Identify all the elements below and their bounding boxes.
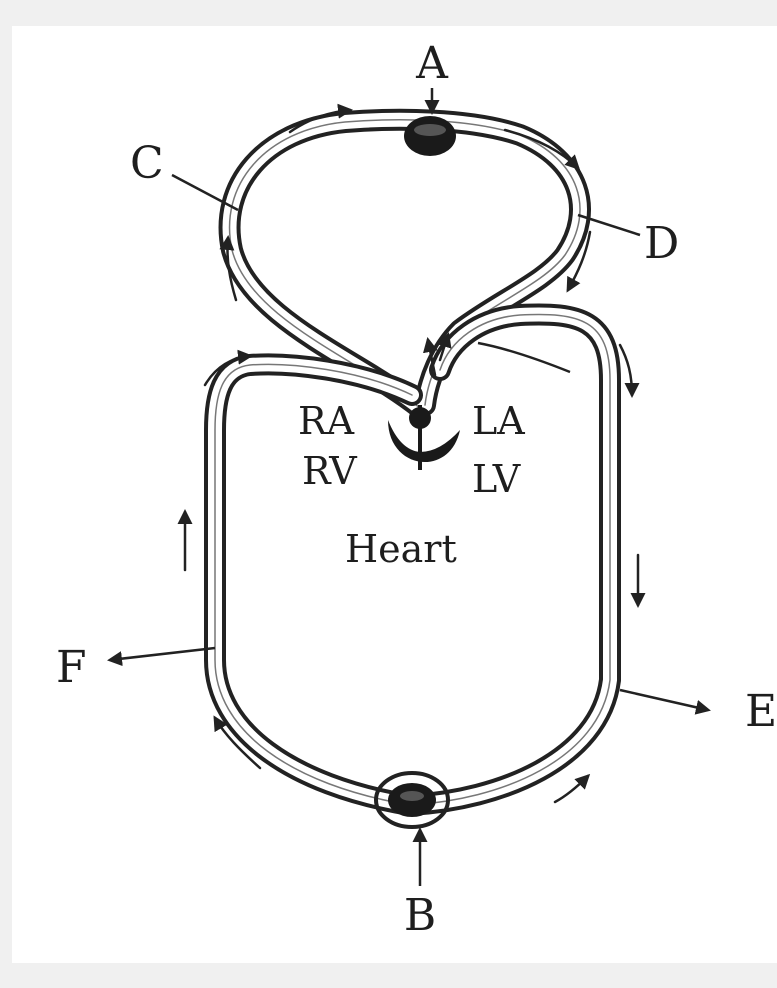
heart-shape: [388, 405, 460, 470]
label-ra: RA: [298, 399, 355, 443]
label-f: F: [56, 642, 87, 693]
label-c: C: [130, 138, 164, 189]
label-lv: LV: [472, 457, 521, 501]
label-b: B: [404, 890, 436, 941]
label-a: A: [415, 38, 449, 89]
label-e: E: [745, 686, 777, 737]
label-d: D: [644, 218, 679, 269]
label-la: LA: [472, 399, 525, 443]
heart-label: Heart: [345, 527, 457, 571]
capillary-bed-a: [404, 116, 456, 156]
label-rv: RV: [302, 449, 357, 493]
